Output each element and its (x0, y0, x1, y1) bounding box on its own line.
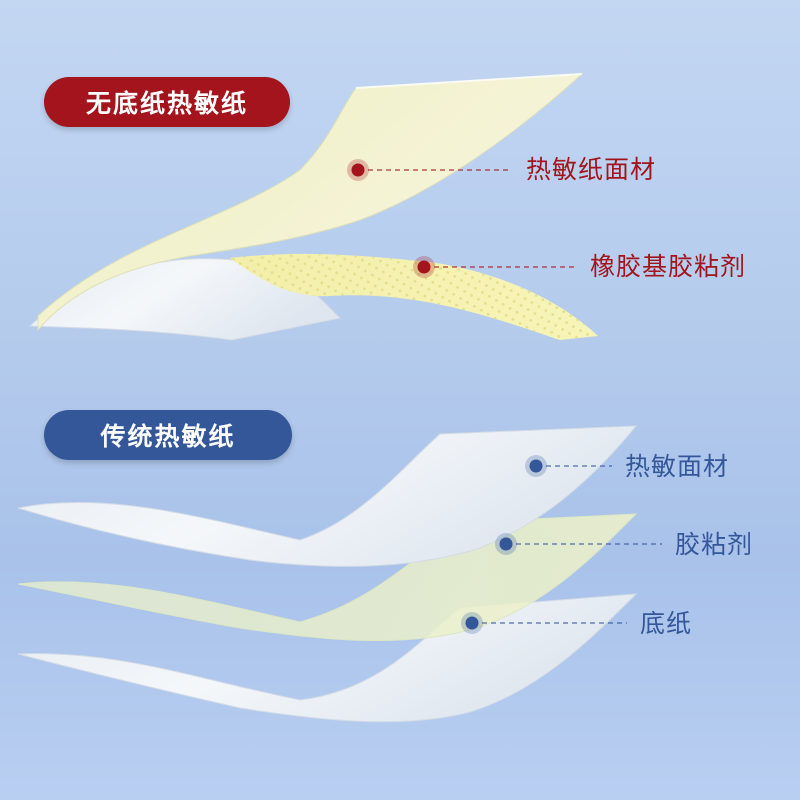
label-adhesive: 胶粘剂 (675, 530, 753, 560)
label-base-paper: 底纸 (640, 609, 692, 639)
label-thermal-facestock: 热敏纸面材 (526, 155, 656, 185)
label-thermal-face: 热敏面材 (625, 452, 729, 482)
label-rubber-adhesive: 橡胶基胶粘剂 (590, 252, 746, 282)
linerless-section-title: 无底纸热敏纸 (44, 77, 290, 127)
traditional-section-title: 传统热敏纸 (44, 410, 292, 460)
